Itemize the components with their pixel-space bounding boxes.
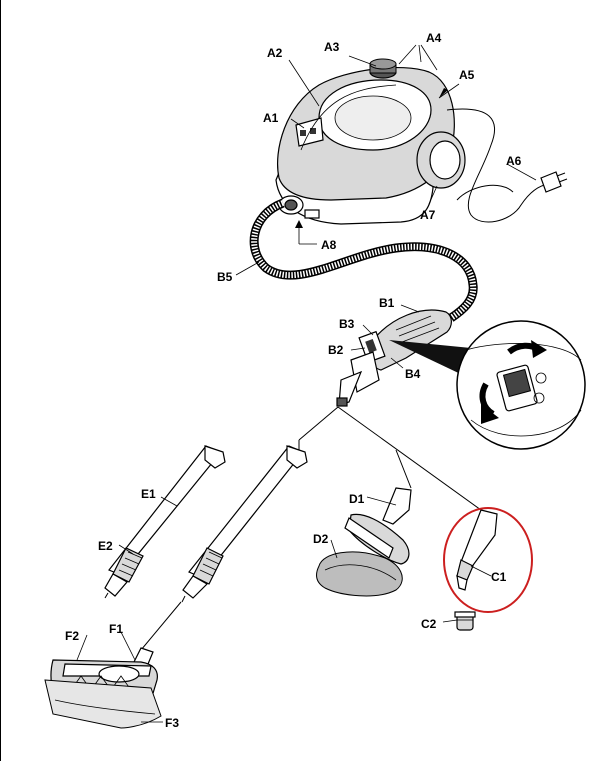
label-a1: A1 [263, 111, 279, 125]
label-f1: F1 [109, 622, 123, 636]
floor-nozzle [44, 647, 162, 729]
label-d1: D1 [349, 492, 365, 506]
label-b1: B1 [379, 296, 395, 310]
power-cable [446, 108, 568, 223]
label-b5: B5 [217, 270, 233, 284]
label-e1: E1 [141, 487, 156, 501]
accessory-connector-lines [298, 406, 482, 511]
label-b3: B3 [339, 317, 355, 331]
label-f3: F3 [165, 716, 179, 730]
label-a2: A2 [267, 46, 283, 60]
label-e2: E2 [98, 539, 113, 553]
label-a7: A7 [420, 208, 436, 222]
part-labels: A2 A3 A4 A5 A1 A6 A7 A8 B5 B1 B3 B2 B4 E… [65, 31, 522, 730]
leader-lines [76, 44, 537, 723]
label-b4: B4 [405, 367, 421, 381]
point-nozzle [454, 509, 498, 631]
hand-nozzle-and-cloth [316, 487, 412, 597]
label-c1: C1 [491, 570, 507, 584]
steam-gun-handle [336, 309, 471, 407]
label-d2: D2 [313, 532, 329, 546]
c1-highlight-circle [443, 507, 533, 613]
label-a8: A8 [321, 238, 337, 252]
label-f2: F2 [65, 629, 79, 643]
label-b2: B2 [328, 343, 344, 357]
switch-detail-inset [456, 320, 586, 450]
extension-tube-right [140, 445, 308, 651]
steam-hose [249, 198, 478, 322]
label-a3: A3 [324, 40, 340, 54]
steam-cleaner-body [275, 58, 466, 225]
extension-tube-left [104, 445, 226, 599]
label-a4: A4 [426, 31, 442, 45]
label-a5: A5 [459, 68, 475, 82]
label-c2: C2 [421, 617, 437, 631]
label-a6: A6 [506, 154, 522, 168]
